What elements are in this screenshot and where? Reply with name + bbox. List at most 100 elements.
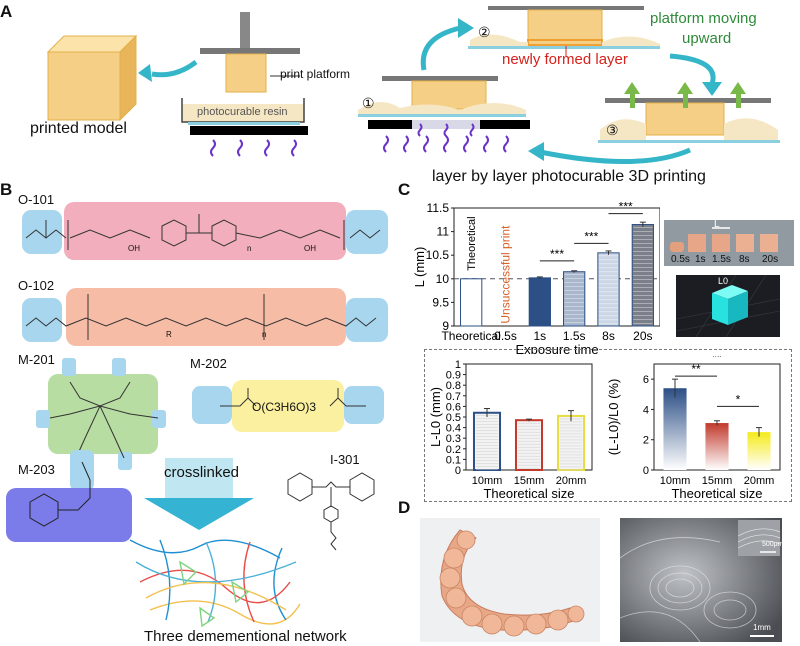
step-1-label: ① bbox=[362, 95, 375, 111]
crosslinked-label: crosslinked bbox=[164, 464, 240, 481]
photo-label-3: 8s bbox=[739, 254, 750, 265]
dental-aligner-photo bbox=[420, 518, 600, 642]
x-tick-label: 1.5s bbox=[563, 329, 586, 343]
x-tick-label: 15mm bbox=[514, 475, 545, 487]
i301-label: I-301 bbox=[330, 452, 360, 467]
upward-label: upward bbox=[682, 30, 732, 47]
photo-label-2: 1.5s bbox=[712, 254, 731, 265]
photo-label-0: 0.5s bbox=[671, 254, 690, 265]
significance-marker: *** bbox=[619, 200, 633, 214]
m203-label: M-203 bbox=[18, 462, 55, 477]
y-axis-title: (L-L0)/L0 (%) bbox=[606, 379, 621, 456]
y-tick-label: 0.8 bbox=[446, 380, 461, 392]
y-tick-label: 0.4 bbox=[446, 423, 461, 435]
printed-model-cube bbox=[46, 34, 138, 122]
y-tick-label: 0 bbox=[643, 465, 649, 477]
y-tick-label: 1 bbox=[455, 359, 461, 371]
x-axis-title: Theoretical size bbox=[671, 486, 762, 501]
y-tick-label: 4 bbox=[643, 404, 649, 416]
panel-a-illustration bbox=[46, 6, 780, 165]
y-tick-label: 11 bbox=[437, 225, 450, 239]
m201-label: M-201 bbox=[18, 352, 55, 367]
panel-b-chemistry bbox=[6, 202, 388, 628]
platform-moving-label: platform moving bbox=[650, 10, 757, 27]
lower-charts-frame bbox=[424, 349, 792, 502]
printer-column bbox=[240, 12, 250, 50]
y-tick-label: 0.1 bbox=[446, 454, 461, 466]
significance-marker: * bbox=[736, 392, 741, 406]
light-source-1 bbox=[190, 126, 308, 135]
oh-label-1: OH bbox=[128, 244, 140, 253]
y-axis-title: L-L0 (mm) bbox=[428, 387, 443, 447]
y-tick-label: 9 bbox=[442, 319, 449, 333]
x-tick-label: 20mm bbox=[556, 475, 587, 487]
x-tick-label: 10mm bbox=[660, 475, 691, 487]
oh-label-2: OH bbox=[304, 244, 316, 253]
step-3-label: ③ bbox=[606, 122, 619, 138]
y-tick-label: 6 bbox=[643, 374, 649, 386]
print-platform-label: print platform bbox=[280, 67, 351, 81]
y-tick-label: 10.5 bbox=[426, 248, 450, 262]
printing-model bbox=[225, 53, 267, 93]
x-tick-label: 20mm bbox=[744, 475, 775, 487]
x-tick-label: 0.5s bbox=[494, 329, 517, 343]
y-tick-label: 0.5 bbox=[446, 412, 461, 424]
plot-frame bbox=[453, 207, 660, 327]
significance-marker: ** bbox=[712, 356, 722, 364]
y-tick-label: 0.6 bbox=[446, 401, 461, 413]
y-tick-label: 10 bbox=[436, 272, 450, 286]
bar-15mm bbox=[705, 423, 729, 470]
sem-micrograph bbox=[620, 518, 782, 642]
photo-label-4: 20s bbox=[762, 254, 779, 265]
x-tick-label: Theoretical bbox=[441, 329, 500, 343]
scale-label: 1mm bbox=[753, 623, 771, 632]
panel-a-caption: layer by layer photocurable 3D printing bbox=[432, 168, 706, 185]
newly-formed-layer-label: newly formed layer bbox=[502, 51, 628, 68]
x-tick-label: 8s bbox=[602, 329, 615, 343]
y-tick-label: 0.7 bbox=[446, 391, 461, 403]
significance-marker: *** bbox=[584, 229, 598, 243]
bar-10mm bbox=[663, 388, 687, 470]
y-tick-label: 0.9 bbox=[446, 370, 461, 382]
panel-letter-c: C bbox=[398, 180, 411, 199]
resin-label: photocurable resin bbox=[197, 106, 288, 118]
r1-label: R bbox=[166, 330, 172, 339]
n-subscript-1: n bbox=[247, 244, 252, 253]
significance-marker: ** bbox=[691, 362, 701, 376]
x-tick-label: 20s bbox=[633, 329, 652, 343]
y-tick-label: 9.5 bbox=[432, 295, 449, 309]
significance-marker: *** bbox=[550, 247, 564, 261]
m202-label: M-202 bbox=[190, 356, 227, 371]
bar-Theoretical bbox=[460, 278, 483, 327]
bar-1s bbox=[528, 277, 551, 327]
y-tick-label: 2 bbox=[643, 435, 649, 447]
theoretical-bar-label: Theoretical bbox=[466, 216, 478, 270]
y-tick-label: 0.3 bbox=[446, 433, 461, 445]
cube-l0-label: L0 bbox=[718, 276, 729, 286]
x-tick-label: 15mm bbox=[702, 475, 733, 487]
photo-L-label: L bbox=[714, 219, 720, 230]
m202-formula: O(C3H6O)3 bbox=[252, 400, 317, 414]
panel-letter-b: B bbox=[0, 180, 13, 199]
n-subscript-2: n bbox=[262, 330, 267, 339]
cube-render bbox=[676, 275, 780, 337]
panel-letter-a: A bbox=[0, 2, 13, 21]
y-tick-label: 0 bbox=[455, 465, 461, 477]
step-2-label: ② bbox=[478, 24, 491, 40]
bar-20mm bbox=[747, 432, 771, 470]
o102-label: O-102 bbox=[18, 278, 55, 293]
printed-model-label: printed model bbox=[30, 120, 127, 137]
x-tick-label: 1s bbox=[533, 329, 546, 343]
printed-samples-photo bbox=[664, 220, 794, 266]
print-platform bbox=[200, 48, 300, 54]
x-axis-title: Exposure time bbox=[515, 342, 598, 354]
x-axis-title: Theoretical size bbox=[483, 486, 574, 501]
unsuccessful-print-label: Unsuccessful print bbox=[499, 225, 513, 324]
y-axis-title: L (mm) bbox=[412, 247, 427, 288]
y-tick-label: 11.5 bbox=[427, 201, 450, 215]
inset-scale-label: 500μm bbox=[762, 541, 784, 548]
y-tick-label: 0.2 bbox=[446, 444, 461, 456]
